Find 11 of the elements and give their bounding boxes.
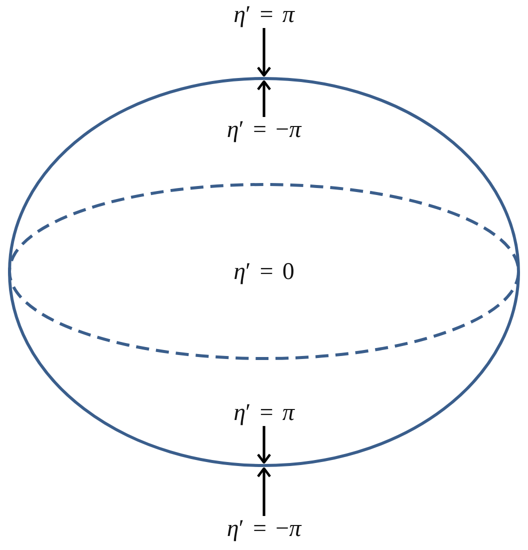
math-label: η′ = −π xyxy=(226,516,302,542)
arrow xyxy=(256,467,272,516)
arrow xyxy=(256,426,272,464)
dashed-ellipse xyxy=(8,183,520,360)
math-label: η′ = 0 xyxy=(234,258,294,284)
math-label: η′ = π xyxy=(234,400,294,426)
ellipse-outline xyxy=(8,77,520,467)
arrow xyxy=(256,80,272,117)
math-label: η′ = π xyxy=(234,2,294,28)
math-label: η′ = −π xyxy=(226,117,302,143)
arrow xyxy=(256,28,272,77)
